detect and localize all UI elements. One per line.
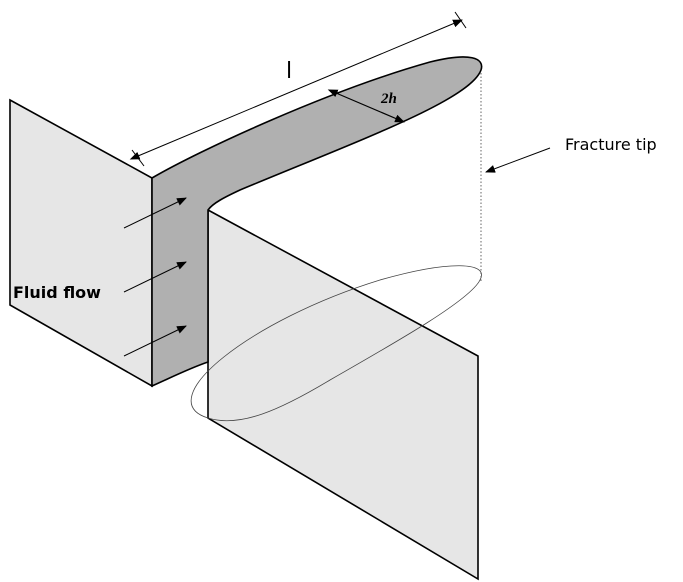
flow-arrow-bottom (123, 325, 187, 357)
fracture-tip-label: Fracture tip (565, 135, 657, 154)
flow-arrow-middle (123, 261, 187, 293)
length-tick-left (131, 149, 145, 167)
length-dimension-line (129, 19, 463, 160)
length-tick-right (454, 11, 467, 29)
left-plate (9, 98, 153, 388)
fluid-flow-label: Fluid flow (13, 283, 101, 302)
aperture-arrow (327, 89, 405, 123)
fracture-tip-arrow (485, 147, 551, 173)
aperture-label: 2h (380, 91, 397, 107)
right-plate (207, 208, 479, 581)
flow-arrow-top (123, 197, 187, 229)
fracture-lower-ellipse (190, 265, 482, 422)
length-label: l (286, 59, 292, 84)
